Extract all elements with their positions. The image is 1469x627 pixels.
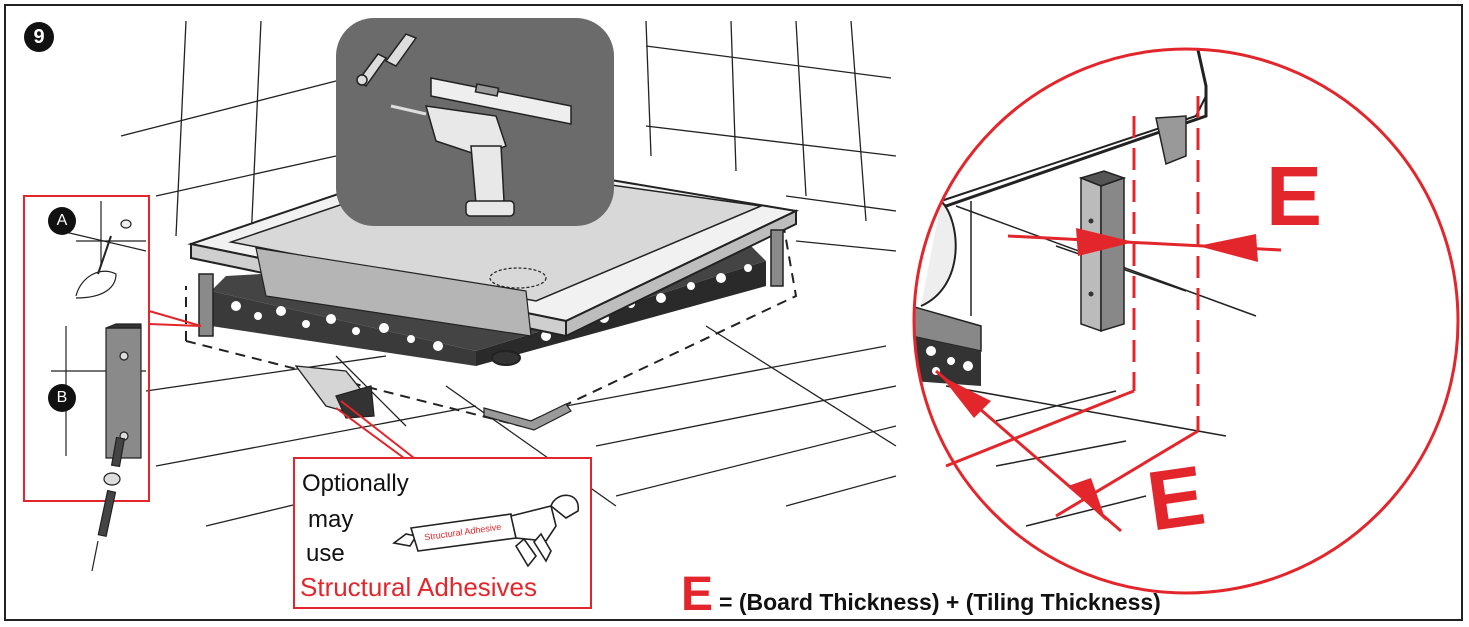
detail-circle [912,47,1460,595]
adhesive-text-line1: Optionally [302,470,409,497]
hand-drill [294,365,375,419]
drill [390,104,515,217]
dimension-label-top: E [1266,149,1323,243]
callout-a-badge: A [48,207,76,235]
dimension-arrows [941,228,1258,521]
callout-a-scene [60,201,147,299]
adjustable-legs [198,229,784,337]
floor-bracket [483,403,572,431]
floor-tiles [145,325,897,527]
callout-b-scene [51,323,146,572]
tools-panel [336,18,614,226]
formula: E = (Board Thickness) + (Tiling Thicknes… [681,571,1161,619]
adhesive-text-line3: use [306,540,345,567]
adhesive-leader [335,400,415,459]
adhesive-text-line2: may [308,506,354,533]
instruction-figure: 9 A B Optionally may use Structural Adhe… [4,4,1463,621]
formula-text: = (Board Thickness) + (Tiling Thickness) [719,589,1161,615]
spirit-level [430,77,572,125]
caulk-gun [392,494,579,568]
dimension-label-bottom: E [1141,447,1211,549]
installation-diagram [23,18,1460,609]
wall-tiles [120,20,897,252]
formula-symbol: E [681,568,714,621]
step-number-badge: 9 [24,22,54,52]
wall-plugs [356,33,418,88]
callout-box-ab [23,195,202,502]
callout-b-badge: B [48,384,76,412]
adhesive-highlight: Structural Adhesives [300,572,538,602]
